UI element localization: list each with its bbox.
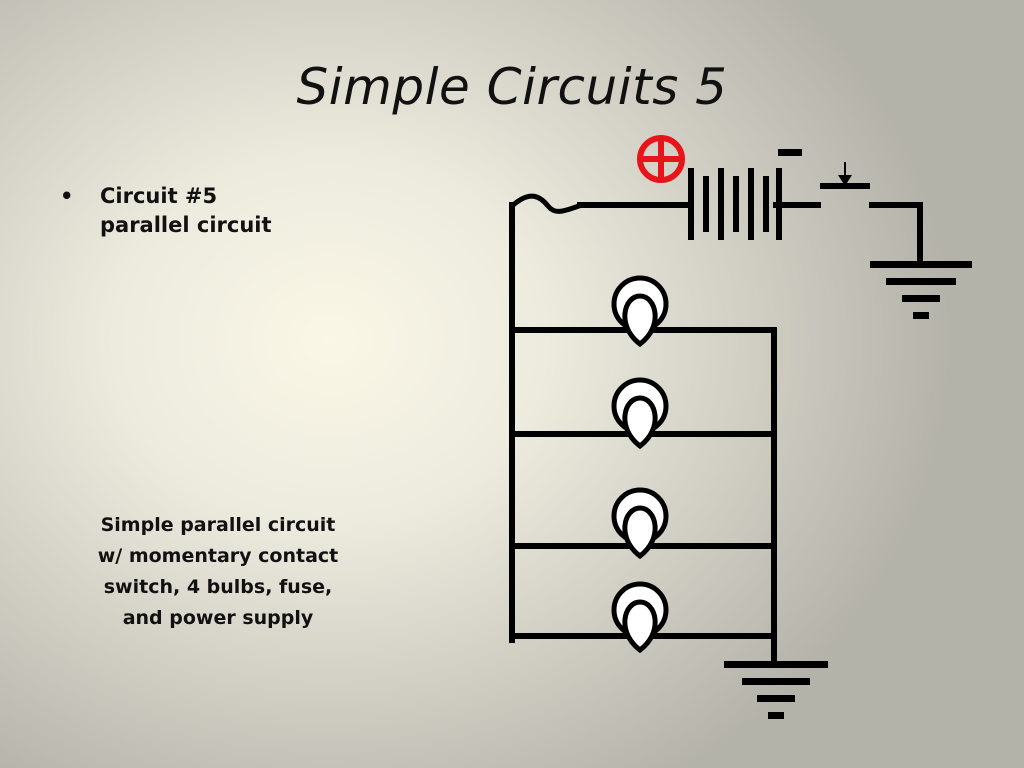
- bullet-marker: •: [60, 184, 74, 208]
- bullet-line-1: Circuit #5: [100, 184, 218, 208]
- caption-line-3: switch, 4 bulbs, fuse,: [103, 576, 333, 598]
- bulb-icon-1: [611, 275, 669, 348]
- ground-icon-bottom: [724, 661, 828, 719]
- bullet-line-2: parallel circuit: [100, 213, 272, 237]
- slide-title: Simple Circuits 5: [296, 58, 728, 116]
- caption-line-4: and power supply: [122, 607, 314, 629]
- bullet-item: Circuit #5 parallel circuit: [100, 182, 272, 240]
- circled-plus-icon: [637, 135, 685, 183]
- caption-line-2: w/ momentary contact: [97, 545, 339, 567]
- minus-icon: [778, 149, 802, 156]
- caption-line-1: Simple parallel circuit: [100, 514, 336, 536]
- bulb-icon-2: [611, 377, 669, 450]
- bulb-icon-4: [611, 581, 669, 654]
- wires: [509, 202, 923, 667]
- ground-icon: [870, 261, 972, 319]
- momentary-switch-icon: [820, 162, 870, 189]
- bulb-icon-3: [611, 487, 669, 560]
- fuse-icon: [510, 193, 583, 214]
- diagram-caption: Simple parallel circuit w/ momentary con…: [78, 510, 358, 634]
- battery-icon: [688, 168, 782, 240]
